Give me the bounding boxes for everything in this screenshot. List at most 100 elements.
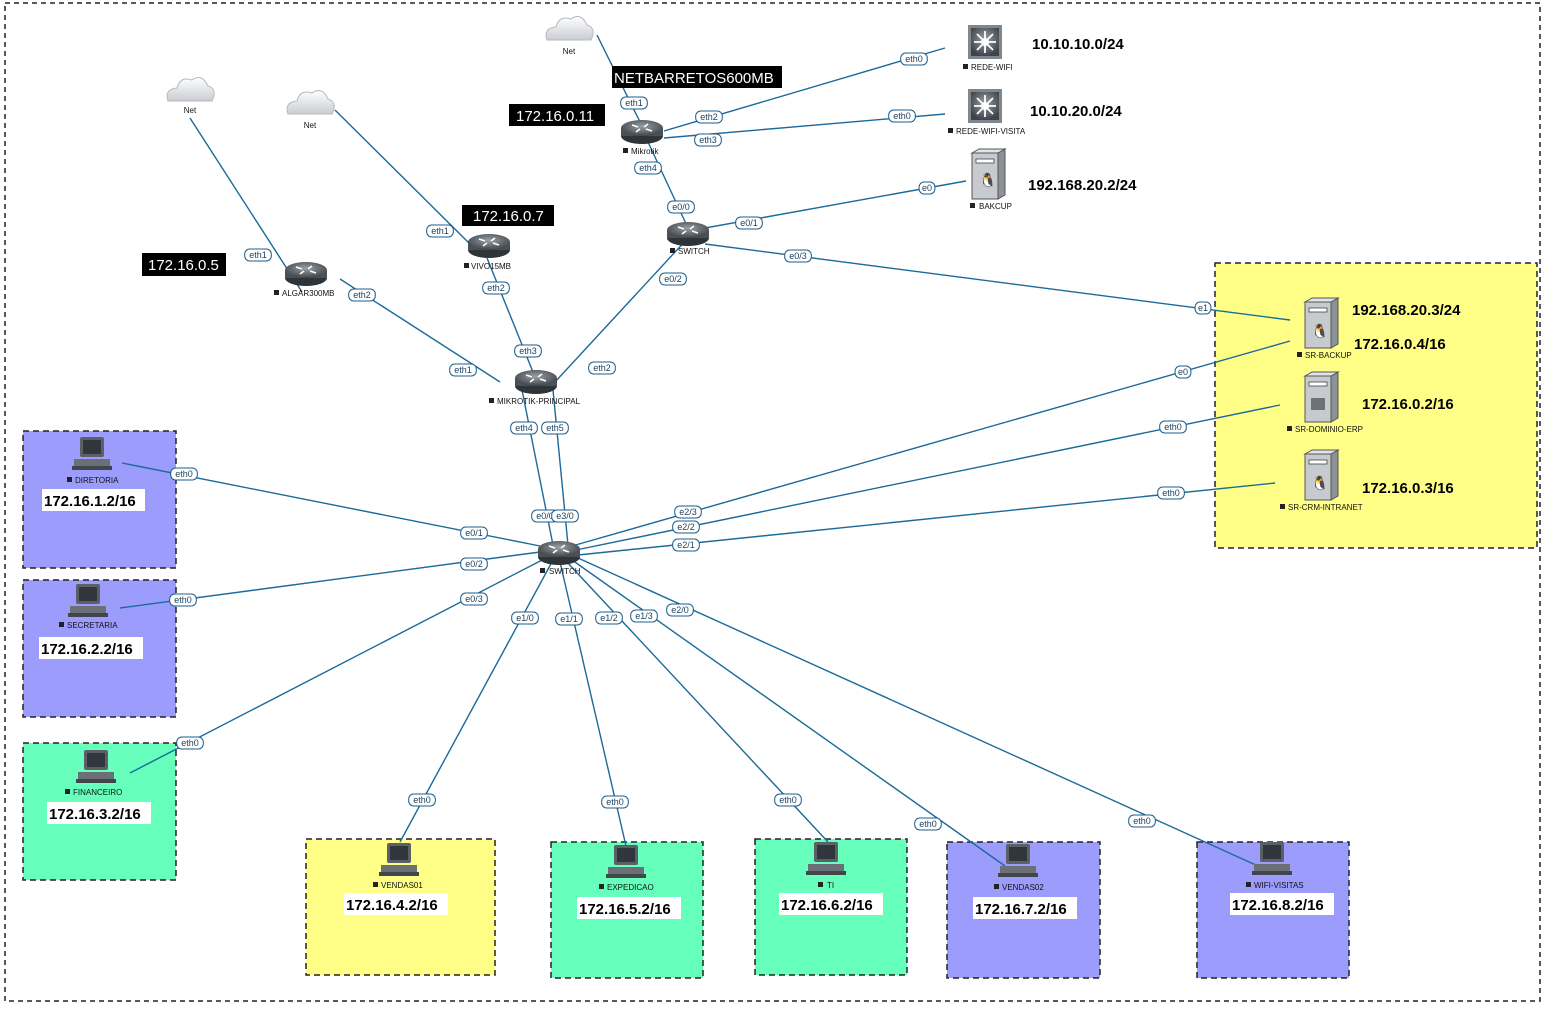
port-label-mkp-eth3: eth3 — [514, 344, 542, 358]
port-label-text: e1/2 — [600, 613, 618, 623]
ip-sr-dominio: 172.16.0.2/16 — [1362, 396, 1454, 413]
port-label-text: eth2 — [700, 112, 718, 122]
port-labels: eth1 eth2 eth1 eth2 eth1 eth2 eth3 eth4 eth0 eth0… — [169, 52, 1212, 831]
port-label-wifi-eth0: eth0 — [900, 52, 928, 66]
port-label-text: eth0 — [893, 111, 911, 121]
router-mikrotik-principal[interactable]: MIKROTIK-PRINCIPAL — [489, 369, 581, 406]
port-label-text: e0 — [1178, 367, 1188, 377]
ip-box-vivo: 172.16.0.7 — [462, 205, 554, 226]
port-label-sw-e12: e1/2 — [595, 611, 623, 625]
router-icon — [467, 233, 511, 259]
port-label-text: e2/3 — [679, 507, 697, 517]
port-label-text: e2/0 — [671, 605, 689, 615]
router-mikrotik[interactable]: Mikrotik — [620, 119, 664, 156]
port-label-text: eth4 — [639, 163, 657, 173]
pc-vendas02[interactable]: VENDAS02 — [994, 844, 1044, 892]
port-label-text: eth0 — [1133, 816, 1151, 826]
pc-diretoria[interactable]: DIRETORIA — [67, 437, 119, 485]
cloud-icon: Net — [166, 77, 215, 115]
port-label-text: eth0 — [181, 738, 199, 748]
server-sr-crm[interactable]: 🐧 SR-CRM-INTRANET — [1280, 449, 1363, 512]
port-label-text: eth3 — [699, 135, 717, 145]
port-label-mkp-eth4: eth4 — [510, 421, 538, 435]
port-label-text: e2/2 — [677, 522, 695, 532]
router-algar[interactable]: ALGAR300MB — [274, 261, 334, 298]
node-label-rede-wifi: REDE-WIFI — [971, 63, 1013, 72]
port-label-text: e3/0 — [556, 511, 574, 521]
port-label-mkp-eth1: eth1 — [449, 363, 477, 377]
cloud-label: Net — [304, 121, 317, 130]
port-label-sw-e21: e2/1 — [672, 538, 700, 552]
cloud-icon: Net — [545, 16, 594, 56]
linux-icon: 🐧 — [1311, 323, 1328, 340]
switch-top[interactable]: SWITCH — [666, 221, 710, 256]
ip-box-netbarretos: NETBARRETOS600MB — [612, 66, 782, 88]
pc-ti[interactable]: TI — [806, 842, 846, 890]
linux-icon: 🐧 — [1311, 475, 1328, 492]
port-label-v2-eth0: eth0 — [914, 817, 942, 831]
ip-diretoria: 172.16.1.2/16 — [44, 493, 136, 510]
pc-financeiro[interactable]: FINANCEIRO — [65, 750, 122, 797]
server-sr-dominio[interactable]: SR-DOMINIO-ERP — [1287, 371, 1363, 434]
port-label-text: eth1 — [249, 250, 267, 260]
port-label-vivo-eth2: eth2 — [482, 281, 510, 295]
wifi-switch[interactable]: REDE-WIFI — [963, 24, 1013, 72]
pc-secretaria[interactable]: SECRETARIA — [59, 584, 118, 630]
ip-label-vendas02: 172.16.7.2/16 — [973, 897, 1077, 919]
port-label-text: eth1 — [454, 365, 472, 375]
port-label-text: eth1 — [431, 226, 449, 236]
port-label-mk-eth4: eth4 — [634, 161, 662, 175]
server-sr-backup[interactable]: 🐧 SR-BACKUP — [1297, 297, 1352, 360]
ip-wifi-visitas: 172.16.8.2/16 — [1232, 897, 1324, 914]
port-label-text: e0/2 — [664, 274, 682, 284]
node-label-switch-top: SWITCH — [678, 247, 710, 256]
ip-financeiro: 172.16.3.2/16 — [49, 806, 141, 823]
port-label-text: eth0 — [175, 469, 193, 479]
port-label-text: e2/1 — [677, 540, 695, 550]
ip-expedicao: 172.16.5.2/16 — [579, 901, 671, 918]
port-label-sw1-e00: e0/0 — [667, 200, 695, 214]
port-label-sw-e03: e0/3 — [460, 592, 488, 606]
port-label-sw-e23: e2/3 — [674, 505, 702, 519]
linux-icon: 🐧 — [979, 172, 996, 189]
port-label-text: eth0 — [606, 797, 624, 807]
server-bakcup[interactable]: 🐧 BAKCUP — [970, 148, 1012, 211]
ip-secretaria: 172.16.2.2/16 — [41, 641, 133, 658]
router-vivo[interactable]: VIVO15MB — [464, 233, 511, 271]
port-label-sw-e10: e1/0 — [511, 611, 539, 625]
port-label-text: e0/0 — [672, 202, 690, 212]
switch-main[interactable]: SWITCH — [537, 540, 581, 576]
pc-vendas01[interactable]: VENDAS01 — [373, 843, 423, 890]
port-label-text: eth0 — [413, 795, 431, 805]
switch-icon — [666, 221, 710, 247]
port-label-text: e0/1 — [740, 218, 758, 228]
diagram-border — [4, 2, 1541, 1002]
algar-ip: 172.16.0.5 — [148, 257, 219, 274]
port-label-text: e0/1 — [465, 528, 483, 538]
switch-icon — [537, 540, 581, 566]
port-label-sw-e22: e2/2 — [672, 520, 700, 534]
port-label-algar-eth1: eth1 — [244, 248, 272, 262]
node-label-algar: ALGAR300MB — [282, 289, 334, 298]
links — [119, 34, 1291, 867]
node-label-vendas02: VENDAS02 — [1002, 883, 1044, 892]
port-label-src-eth0: eth0 — [1157, 486, 1185, 500]
port-label-text: e0/3 — [789, 251, 807, 261]
port-label-v1-eth0: eth0 — [408, 793, 436, 807]
windows-icon — [1311, 398, 1325, 410]
node-label-diretoria: DIRETORIA — [75, 476, 119, 485]
port-label-algar-eth2: eth2 — [348, 288, 376, 302]
wifi-visita-switch[interactable]: REDE-WIFI-VISITA — [948, 88, 1026, 136]
netbarretos-label: NETBARRETOS600MB — [614, 70, 774, 87]
node-label-sr-backup: SR-BACKUP — [1305, 351, 1352, 360]
pc-expedicao[interactable]: EXPEDICAO — [599, 845, 654, 892]
port-label-sw-e13: e1/3 — [630, 609, 658, 623]
port-label-mkp-eth2: eth2 — [588, 361, 616, 375]
server-icon — [1304, 371, 1339, 423]
cloud-label: Net — [184, 106, 197, 115]
port-label-text: e0/3 — [465, 594, 483, 604]
pc-wifi-visitas[interactable]: WIFI-VISITAS — [1246, 842, 1304, 890]
port-label-sw-e11: e1/1 — [555, 612, 583, 626]
node-label-ti: TI — [827, 881, 834, 890]
port-label-mkp-eth5: eth5 — [541, 421, 569, 435]
